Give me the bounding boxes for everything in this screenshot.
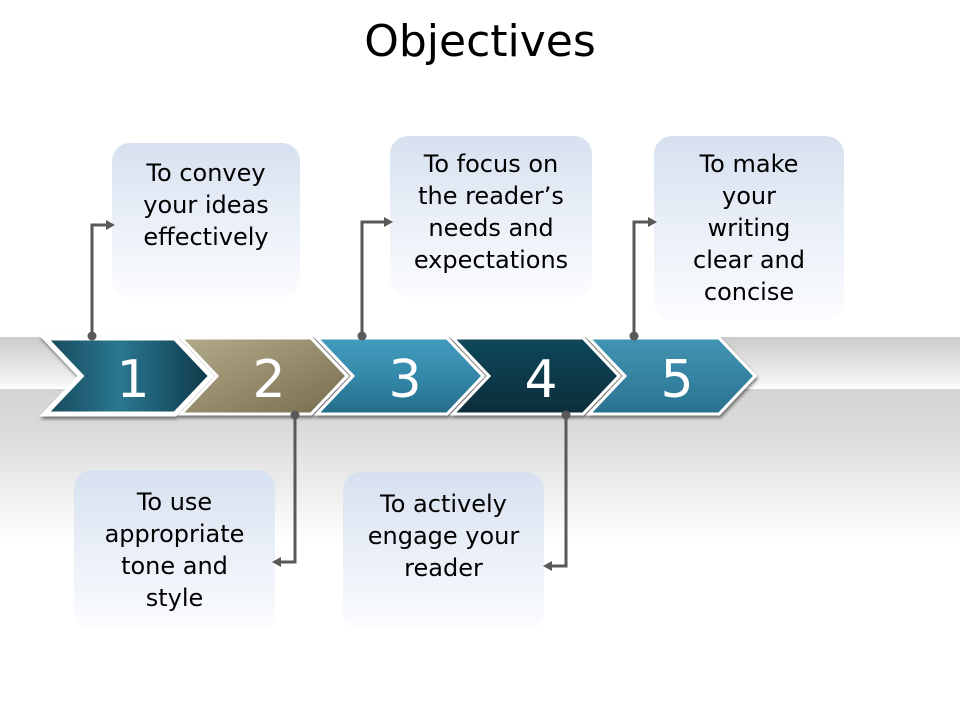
callout-step-4: To actively engage your reader — [343, 472, 544, 630]
callout-step-2-text: To use appropriate tone and style — [104, 488, 245, 612]
connector-step-2 — [272, 410, 300, 567]
connector-step-3 — [357, 217, 393, 341]
connector-step-5 — [629, 217, 657, 341]
chevron-step-2 — [177, 336, 350, 416]
step-number-4: 4 — [524, 350, 557, 410]
callout-step-1-text: To convey your ideas effectively — [143, 159, 269, 251]
connector-step-2-arrowhead-icon — [272, 557, 281, 567]
connector-step-5-arrowhead-icon — [648, 217, 657, 227]
callout-step-5: To make your writing clear and concise — [654, 136, 844, 320]
connector-step-4 — [543, 410, 571, 571]
connector-step-1-dot — [87, 331, 97, 341]
chevron-step-3 — [313, 336, 486, 416]
step-number-1: 1 — [116, 350, 149, 410]
connector-step-2-dot — [290, 410, 300, 420]
step-number-5: 5 — [660, 350, 693, 410]
connector-step-4-arrowhead-icon — [543, 561, 552, 571]
connector-step-2-line — [280, 415, 297, 564]
connector-step-1 — [87, 220, 115, 341]
callout-step-2: To use appropriate tone and style — [74, 470, 275, 630]
step-number-2: 2 — [252, 350, 285, 410]
connector-step-5-line — [632, 220, 649, 336]
chevron-step-4 — [449, 336, 622, 416]
connector-step-3-arrowhead-icon — [384, 217, 393, 227]
chevron-step-5 — [585, 336, 758, 416]
connector-step-1-line — [90, 223, 107, 336]
connector-step-4-dot — [561, 410, 571, 420]
connector-step-3-line — [360, 220, 385, 336]
connector-step-4-line — [551, 415, 568, 568]
callout-step-4-text: To actively engage your reader — [367, 490, 520, 582]
callout-step-5-text: To make your writing clear and concise — [693, 150, 805, 306]
connector-step-3-dot — [357, 331, 367, 341]
callout-step-1: To convey your ideas effectively — [112, 143, 300, 297]
connector-step-5-dot — [629, 331, 639, 341]
step-number-3: 3 — [388, 350, 421, 410]
page-title: Objectives — [364, 16, 596, 67]
callout-step-3-text: To focus on the reader’s needs and expec… — [413, 150, 569, 274]
connector-step-1-arrowhead-icon — [106, 220, 115, 230]
chevron-step-1 — [39, 335, 215, 417]
callout-step-3: To focus on the reader’s needs and expec… — [390, 136, 592, 297]
